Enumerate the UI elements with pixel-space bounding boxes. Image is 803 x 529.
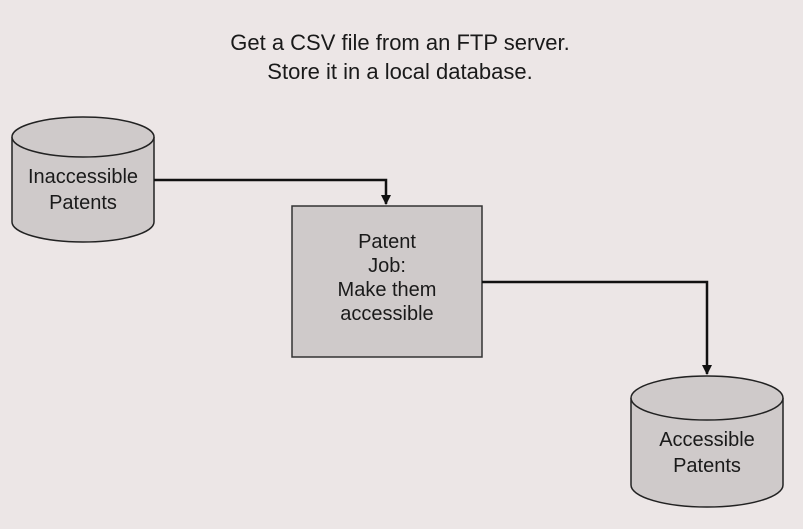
diagram-title: Get a CSV file from an FTP server. Store… [150,28,650,86]
arrow-source-to-job [154,178,391,205]
patent-job-box [291,205,483,358]
accessible-label-line-2: Patents [673,455,741,477]
database-top [11,116,155,158]
inaccessible-patents-label: Inaccessible Patents [12,164,154,216]
arrow-job-to-target [482,280,712,375]
title-line-2: Store it in a local database. [267,59,533,84]
job-label-line-1: Patent [358,231,416,253]
job-label-line-4: accessible [340,303,434,325]
inaccessible-label-line-2: Patents [49,192,117,214]
accessible-patents-database [630,375,784,508]
accessible-label-line-1: Accessible [659,429,755,451]
inaccessible-label-line-1: Inaccessible [27,166,139,188]
job-label-line-3: Make them [337,279,437,301]
database-body [630,398,784,508]
job-label-line-2: Job: [368,255,406,277]
database-body [11,137,155,243]
accessible-patents-label: Accessible Patents [631,427,783,479]
title-line-1: Get a CSV file from an FTP server. [230,30,570,55]
patent-job-label: Patent Job: Make them accessible [292,230,482,326]
inaccessible-patents-database [11,116,155,243]
database-top [630,375,784,421]
